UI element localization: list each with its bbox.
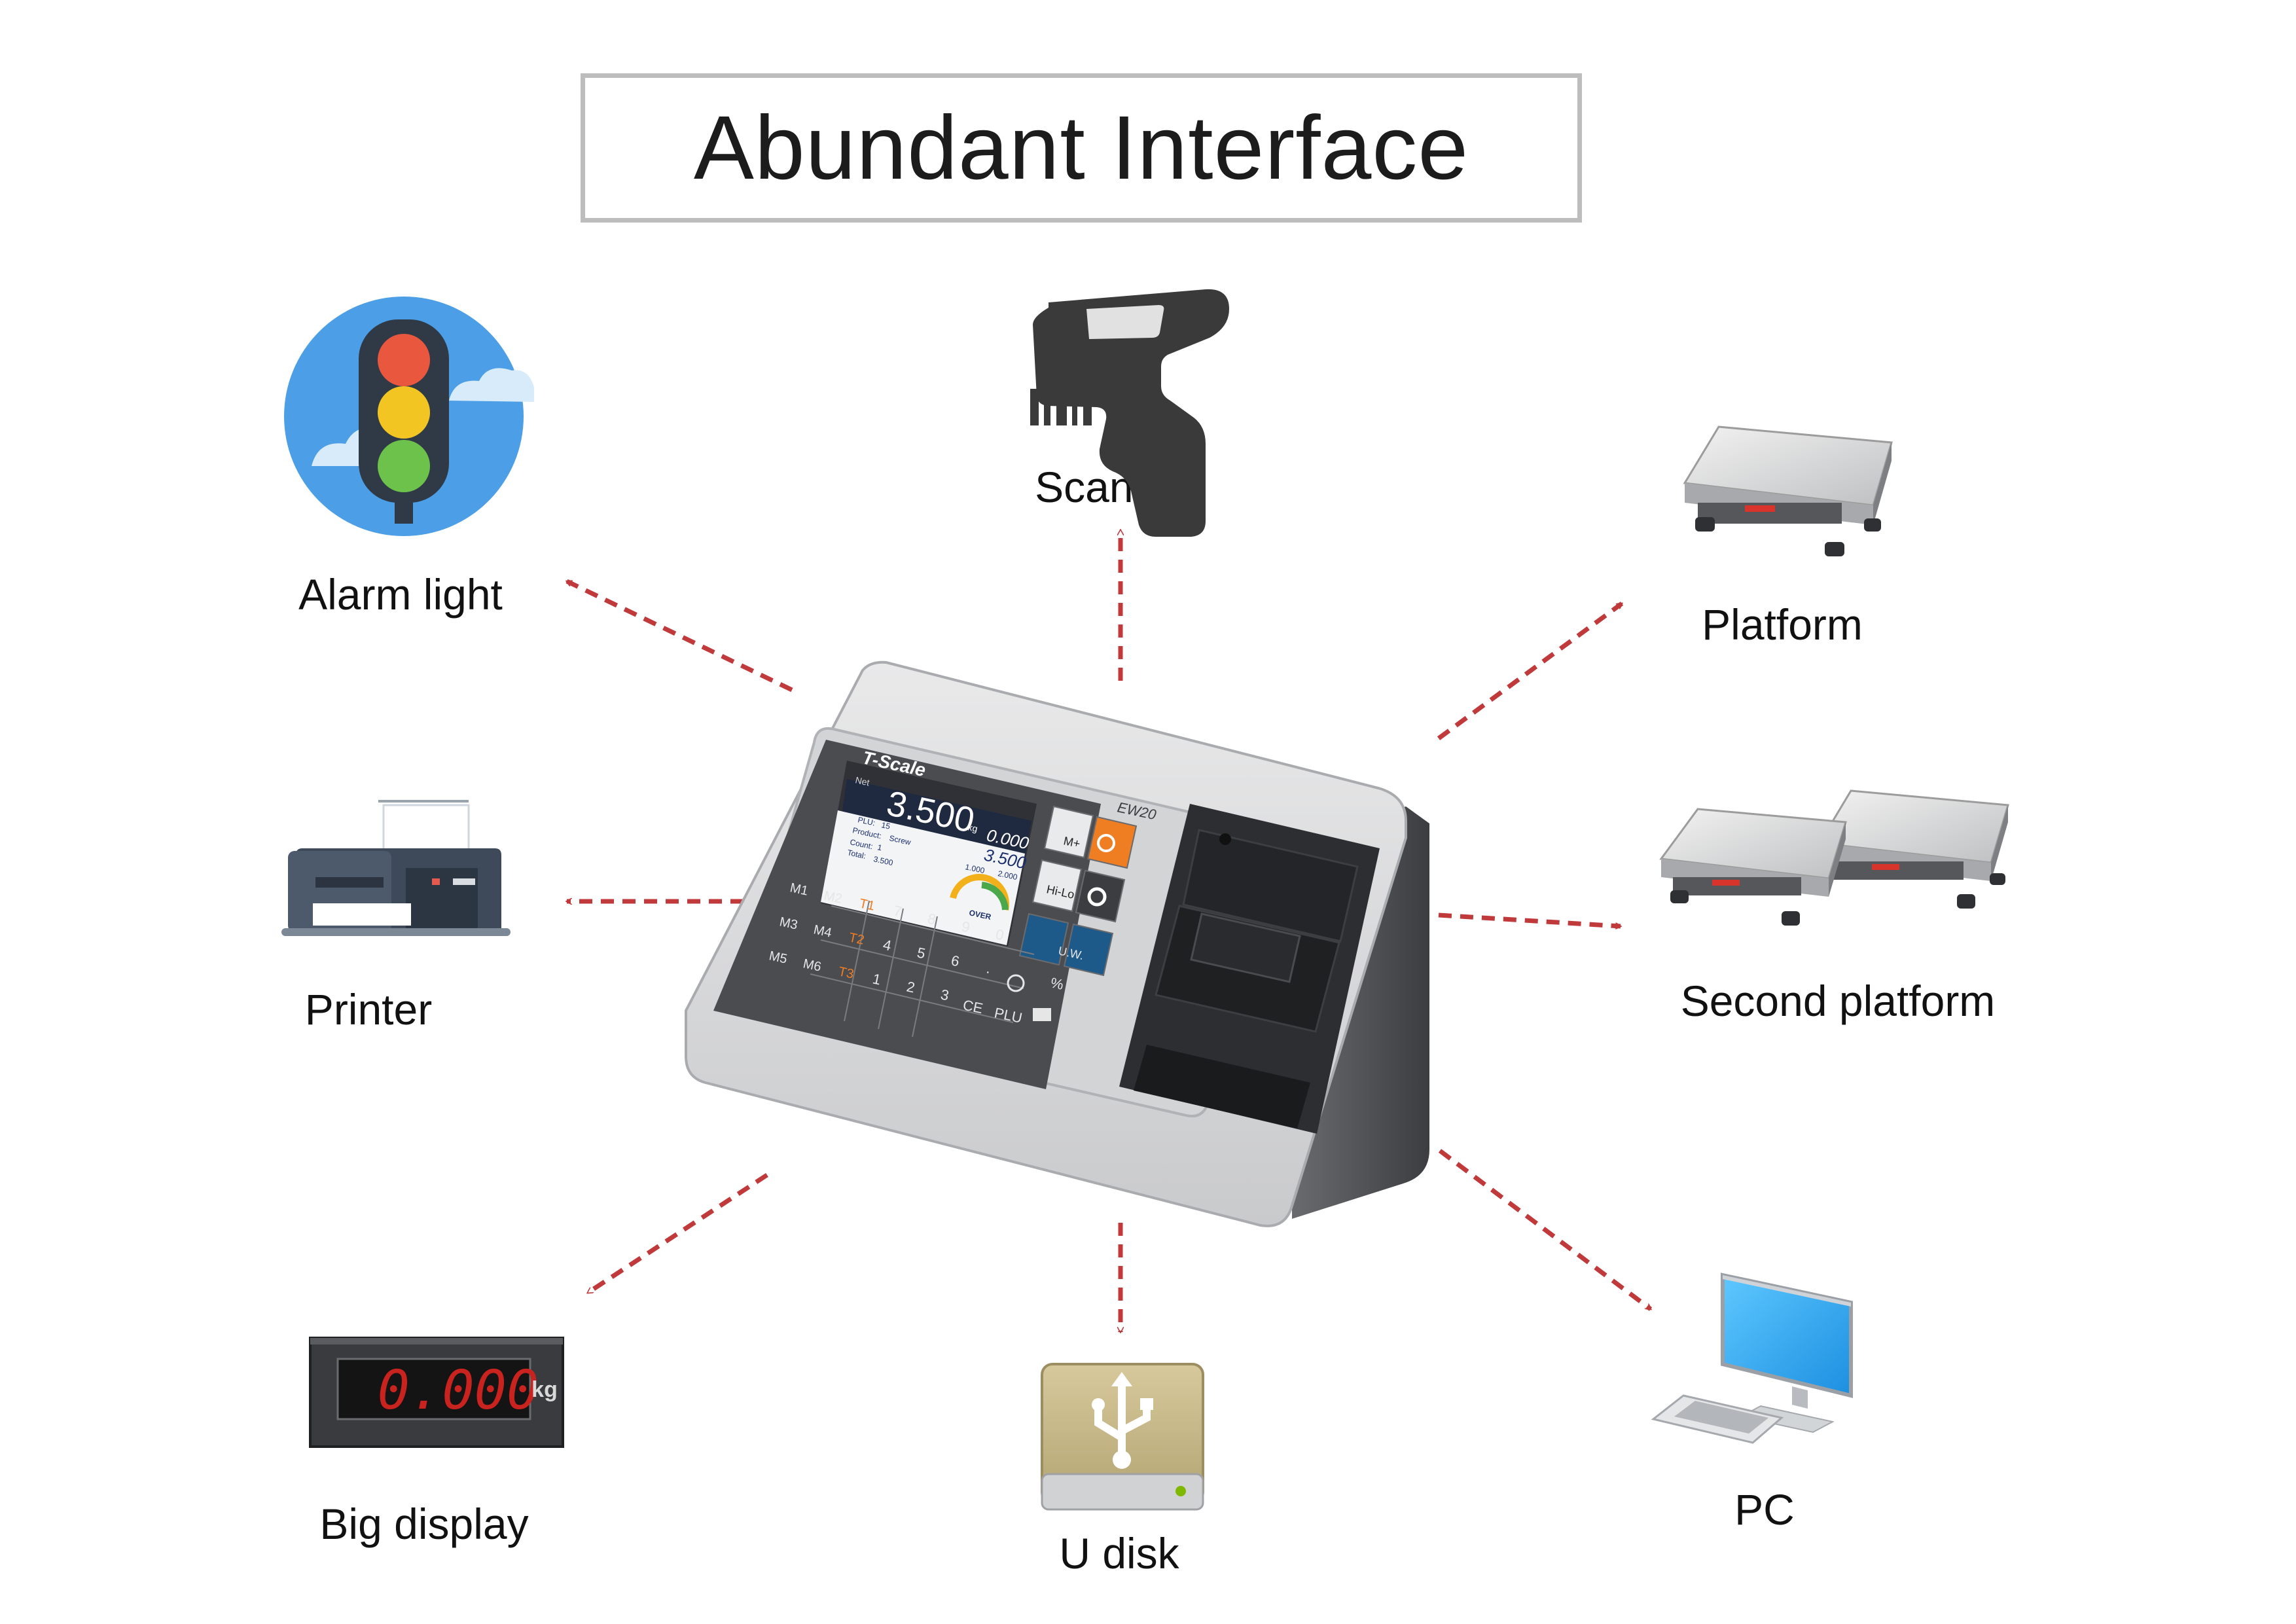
alarm-light-icon: [284, 297, 534, 536]
print-key-icon[interactable]: [1033, 1008, 1051, 1021]
big-display-reading: 0.000: [378, 1360, 539, 1422]
refresh-icon[interactable]: [1007, 974, 1025, 992]
arrow-to-alarm-light: [567, 579, 793, 693]
key-t2[interactable]: T2: [848, 930, 865, 947]
power-icon: [1097, 834, 1115, 852]
screen-gauge-low: 1.000: [964, 862, 986, 875]
label-second-platform: Second platform: [1680, 977, 1996, 1025]
second-platform-icon: [1659, 789, 2009, 926]
key-1[interactable]: 1: [871, 970, 882, 988]
scanner-icon: [1030, 289, 1229, 537]
label-platform: Platform: [1702, 600, 1863, 649]
label-printer: Printer: [304, 985, 433, 1034]
power-key[interactable]: [1086, 816, 1138, 869]
screen-count-value: 1: [876, 842, 883, 852]
key-3[interactable]: 3: [939, 986, 950, 1003]
key-8[interactable]: 8: [926, 910, 937, 928]
title-box: Abundant Interface: [581, 73, 1582, 223]
gear-icon: [1087, 887, 1107, 907]
key-4[interactable]: 4: [882, 936, 893, 954]
screen-product-value: Screw: [888, 833, 912, 847]
key-dot[interactable]: .: [985, 960, 992, 977]
key-ce[interactable]: CE: [961, 996, 984, 1017]
key-6[interactable]: 6: [950, 952, 961, 969]
key-t3[interactable]: T3: [837, 964, 855, 981]
screen-plu-label: PLU:: [857, 815, 876, 827]
arrow-to-pc: [1438, 1149, 1651, 1311]
key-t1[interactable]: T1: [858, 896, 876, 913]
screen-total-label: Total:: [846, 848, 867, 861]
label-big-display: Big display: [319, 1500, 529, 1548]
settings-key[interactable]: [1075, 869, 1126, 923]
arrow-to-second-platform: [1438, 912, 1621, 926]
key-9[interactable]: 9: [960, 918, 971, 935]
zero-key[interactable]: [1063, 923, 1114, 977]
screen-mode: Net: [854, 774, 870, 787]
u-disk-icon: [1041, 1363, 1204, 1511]
arrow-to-platform: [1437, 602, 1622, 740]
printer-icon: [281, 800, 511, 936]
label-u-disk: U disk: [1059, 1529, 1179, 1578]
m-plus-key[interactable]: [1043, 805, 1094, 859]
weighing-indicator: T-Scale Net 3.500 kg 0.000 3.500 PLU: 15…: [685, 660, 1429, 1227]
big-display-icon: 0.000 kg: [309, 1337, 564, 1448]
key-0[interactable]: 0: [994, 926, 1005, 943]
label-alarm-light: Alarm light: [298, 570, 503, 619]
platform-icon: [1683, 425, 1893, 556]
big-display-unit: kg: [531, 1377, 558, 1402]
key-2[interactable]: 2: [905, 978, 916, 996]
arrow-to-big-display: [588, 1173, 768, 1295]
tare-key[interactable]: [1018, 912, 1069, 966]
pc-icon: [1651, 1272, 1853, 1444]
screen-total-value: 3.500: [872, 854, 894, 867]
screen-gauge-high: 2.000: [997, 869, 1018, 882]
diagram-title: Abundant Interface: [693, 97, 1469, 198]
screen-plu-value: 15: [880, 820, 891, 831]
screen-main-unit: kg: [967, 821, 978, 834]
key-5[interactable]: 5: [916, 944, 927, 962]
hi-lo-key[interactable]: [1031, 859, 1083, 912]
screen-gauge-label: OVER: [968, 908, 992, 922]
key-7[interactable]: 7: [892, 902, 903, 920]
label-pc: PC: [1734, 1485, 1795, 1534]
